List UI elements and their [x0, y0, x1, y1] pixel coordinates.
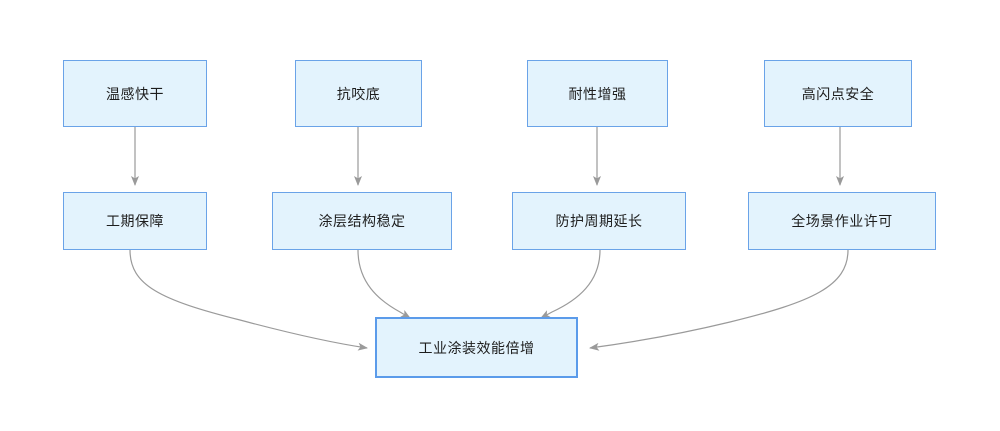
- node-feature-3-label: 耐性增强: [568, 85, 627, 102]
- node-feature-1[interactable]: 温感快干: [63, 60, 207, 127]
- node-benefit-3-label: 防护周期延长: [555, 213, 643, 229]
- edge-tucengJiegouWending-to-goal: [357, 249, 411, 319]
- node-feature-1-label: 温感快干: [106, 85, 164, 102]
- node-feature-3[interactable]: 耐性增强: [527, 60, 668, 127]
- node-goal-label: 工业涂装效能倍增: [418, 339, 535, 356]
- edge-feature-to-benefit-group: [131, 127, 844, 186]
- node-feature-4-label: 高闪点安全: [801, 85, 875, 102]
- node-feature-2[interactable]: 抗咬底: [295, 60, 422, 127]
- node-benefit-4[interactable]: 全场景作业许可: [748, 192, 936, 250]
- node-benefit-2-label: 涂层结构稳定: [318, 213, 406, 229]
- edge-quanchangjingZuoyeXuke-to-goal: [589, 249, 849, 351]
- node-benefit-4-label: 全场景作业许可: [791, 213, 893, 229]
- node-benefit-3[interactable]: 防护周期延长: [512, 192, 686, 250]
- edge-fanghuZhouqiYanchang-to-goal: [540, 249, 601, 319]
- node-benefit-1-label: 工期保障: [106, 213, 164, 229]
- node-benefit-1[interactable]: 工期保障: [63, 192, 207, 250]
- node-feature-4[interactable]: 高闪点安全: [764, 60, 912, 127]
- node-benefit-2[interactable]: 涂层结构稳定: [272, 192, 452, 250]
- node-feature-2-label: 抗咬底: [336, 85, 381, 102]
- edge-gongqiBaozhang-to-goal: [129, 249, 368, 351]
- node-goal[interactable]: 工业涂装效能倍增: [375, 317, 578, 378]
